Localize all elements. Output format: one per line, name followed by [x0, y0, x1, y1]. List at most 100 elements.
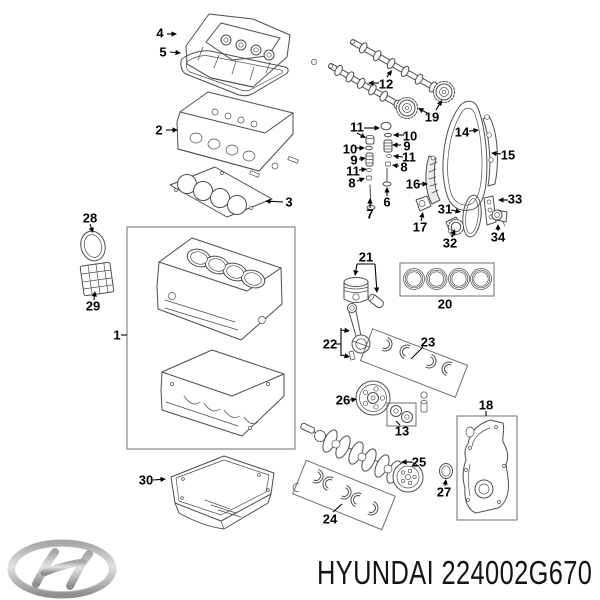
part-label-8: 8	[400, 160, 407, 175]
part-label-7: 7	[366, 207, 373, 222]
valve-cover-gasket-drawing	[180, 50, 317, 97]
part-label-13: 13	[395, 424, 409, 439]
hyundai-logo	[7, 539, 117, 599]
part-label-30: 30	[139, 473, 153, 488]
crank-seal-drawing	[80, 230, 106, 262]
leader-line	[89, 223, 92, 228]
arrowhead	[473, 127, 479, 134]
arrowhead	[495, 224, 501, 230]
leader-line	[420, 217, 423, 222]
leader-line	[435, 104, 440, 111]
arrowhead	[455, 208, 461, 214]
part-label-6: 6	[383, 195, 390, 210]
cam-sprockets-drawing	[396, 81, 455, 119]
arrowhead	[367, 198, 373, 204]
oil-pump-chain-drawing	[462, 194, 482, 238]
arrowhead	[401, 459, 407, 465]
arrowhead	[358, 177, 365, 183]
arrowhead	[353, 270, 359, 276]
part-label-12: 12	[379, 77, 393, 92]
arrowhead	[393, 153, 399, 160]
part-label-8: 8	[348, 176, 355, 191]
head-gasket-drawing	[169, 166, 273, 218]
part-label-32: 32	[443, 236, 457, 251]
arrowhead	[172, 127, 178, 133]
piston-rings-drawing	[399, 262, 495, 297]
part-label-33: 33	[508, 192, 522, 207]
part-label-27: 27	[437, 485, 451, 500]
arrowhead	[88, 226, 94, 233]
part-label-3: 3	[285, 195, 292, 210]
arrowhead	[392, 142, 398, 148]
arrowhead	[91, 291, 97, 297]
timing-cover-drawing	[456, 415, 518, 521]
arrowhead	[368, 80, 374, 86]
leader-line	[152, 478, 161, 481]
valve-train-right-column-drawing	[380, 121, 393, 187]
arrowhead	[171, 31, 177, 37]
part-label-21: 21	[359, 250, 373, 265]
leader-line	[386, 74, 390, 78]
part-label-4: 4	[156, 26, 164, 41]
arrowhead	[359, 145, 365, 151]
part-label-28: 28	[83, 211, 97, 226]
part-label-5: 5	[159, 45, 166, 60]
part-label-9: 9	[350, 153, 357, 168]
part-label-10: 10	[403, 129, 417, 144]
callout-layer: 4523282913012191110911810911867161714153…	[83, 26, 522, 527]
connecting-rod-drawing	[347, 303, 371, 361]
arrowhead	[436, 100, 442, 107]
part-label-15: 15	[501, 148, 515, 163]
leader-line	[355, 263, 358, 271]
oil-pump-chain-tensioner-drawing	[491, 209, 508, 227]
part-label-29: 29	[86, 299, 100, 314]
oil-pan-drawing	[170, 455, 300, 530]
part-number-text: HYUNDAI 224002G670	[317, 554, 593, 591]
leader-line	[332, 503, 343, 513]
part-label-1: 1	[113, 328, 120, 343]
part-label-14: 14	[455, 125, 470, 140]
arrowhead	[360, 156, 366, 162]
arrowhead	[361, 167, 367, 173]
arrowhead	[498, 197, 504, 203]
arrowhead	[419, 212, 425, 218]
part-label-2: 2	[155, 123, 162, 138]
valve-cover-drawing	[185, 13, 291, 88]
leader-line	[395, 420, 401, 426]
chain-guide-pivot-drawing	[425, 155, 441, 205]
leader-line	[450, 209, 456, 212]
part-label-17: 17	[413, 220, 427, 235]
crankshaft-drawing	[300, 422, 424, 493]
part-label-19: 19	[425, 110, 439, 125]
valve-train-left-column-drawing	[365, 135, 376, 210]
leader-line	[410, 346, 424, 360]
timing-chain-drawing	[442, 100, 488, 211]
part-label-18: 18	[479, 398, 493, 413]
part-label-11: 11	[402, 150, 416, 165]
part-label-11: 11	[346, 164, 360, 179]
leader-line	[356, 132, 362, 136]
leader-line	[374, 263, 378, 288]
arrowhead	[160, 476, 166, 483]
leader-line	[270, 200, 284, 203]
arrowhead	[344, 353, 350, 359]
part-label-34: 34	[491, 230, 506, 245]
front-seal-drawing	[439, 463, 453, 479]
arrowhead	[393, 132, 399, 138]
part-label-31: 31	[438, 202, 452, 217]
part-label-16: 16	[406, 177, 420, 192]
leader-line	[169, 51, 176, 54]
baffle-plate-drawing	[79, 261, 115, 297]
arrowhead	[442, 479, 448, 485]
rod-bearings-drawing	[359, 328, 469, 398]
part-label-25: 25	[412, 455, 426, 470]
arrowhead	[392, 163, 398, 169]
arrowhead	[359, 133, 366, 138]
part-label-22: 22	[323, 337, 337, 352]
arrowhead	[374, 125, 380, 131]
arrowhead	[384, 187, 390, 193]
chain-guide-fixed-drawing	[482, 114, 498, 187]
arrowhead	[344, 327, 350, 333]
